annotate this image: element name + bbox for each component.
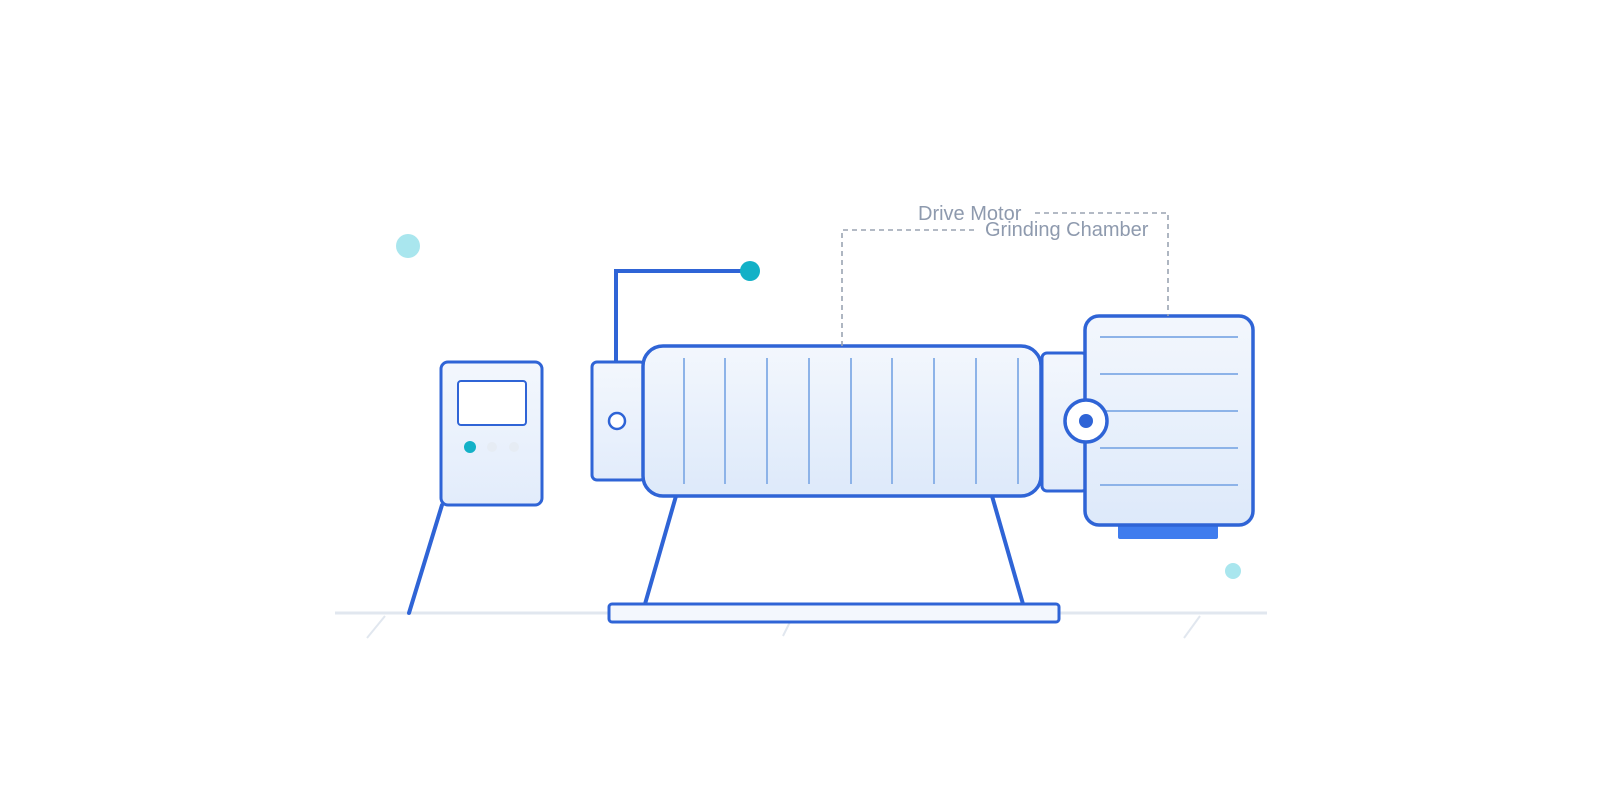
inlet-port: [607, 411, 627, 431]
callout-leaders: [841, 212, 1169, 346]
indicator-light: [509, 442, 519, 452]
grinding-chamber-body: [641, 344, 1043, 498]
indicator-light-active: [464, 441, 476, 453]
indicator-light: [487, 442, 497, 452]
support-leg-right: [990, 495, 1025, 605]
control-panel-screen: [457, 380, 527, 426]
inlet-cap: [590, 360, 647, 482]
shaft-hub-center: [1079, 414, 1093, 428]
signal-node: [740, 261, 760, 281]
decor-dot: [1225, 563, 1241, 579]
decor-dot: [396, 234, 420, 258]
grinding-chamber: [641, 344, 1043, 498]
support-leg-left: [643, 495, 678, 605]
signal-node-icon: [614, 261, 760, 362]
control-panel-post: [407, 503, 444, 615]
chamber-ribs: [683, 358, 1019, 484]
drive-motor-leader: [1035, 212, 1169, 316]
drive-motor-body: [1083, 314, 1255, 527]
ground-hatch: [1183, 615, 1201, 639]
motor-base: [1118, 524, 1218, 539]
motor-fins: [1100, 336, 1238, 486]
support-frame: [607, 495, 1061, 624]
shaft-hub-icon: [1063, 398, 1109, 444]
grinding-chamber-label: Grinding Chamber: [985, 219, 1149, 241]
grinding-chamber-leader: [841, 229, 976, 346]
control-panel-icon: [407, 360, 544, 615]
ground-hatch: [366, 615, 386, 639]
drive-motor-label: Drive Motor: [918, 203, 1022, 225]
signal-cable: [614, 269, 750, 362]
base-plate: [607, 602, 1061, 624]
drive-motor: [1063, 314, 1255, 539]
